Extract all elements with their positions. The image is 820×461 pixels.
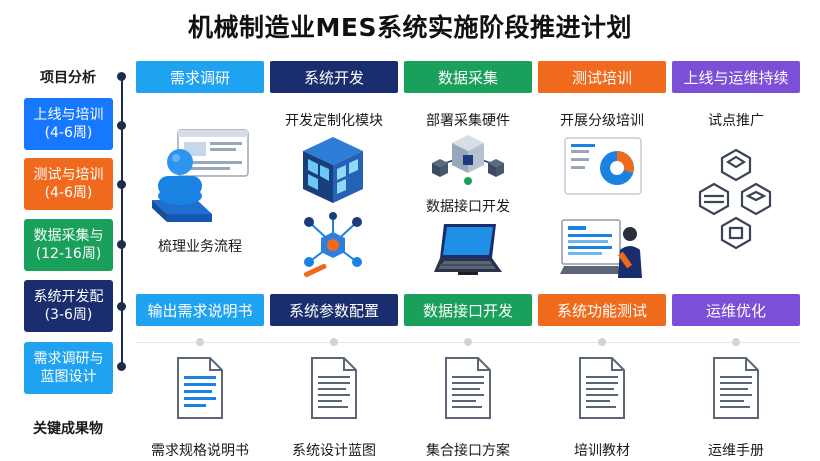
phase-duration: (4-6周) — [44, 185, 93, 201]
deliverable-label-research: 需求规格说明书 — [151, 443, 249, 459]
phase-label: 数据采集与 — [33, 228, 104, 244]
bottom-header-dev: 系统参数配置 — [270, 294, 398, 326]
stacked-modules-icon — [698, 148, 772, 250]
document-icon — [177, 357, 223, 419]
bottom-header-data: 数据接口开发 — [404, 294, 532, 326]
col-header-research: 需求调研 — [136, 61, 264, 93]
sub-label-dev-top: 开发定制化模块 — [285, 113, 383, 129]
phase-duration: (3-6周) — [44, 307, 93, 323]
phase-box-data: 数据采集与 (12-16周) — [24, 219, 113, 271]
col-header-testing: 测试培训 — [538, 61, 666, 93]
document-icon — [713, 357, 759, 419]
bottom-header-testing: 系统功能测试 — [538, 294, 666, 326]
timeline-dot — [117, 362, 126, 371]
phase-duration: (4-6周) — [44, 125, 93, 141]
sub-label-launch-top: 试点推广 — [708, 113, 764, 129]
laptop-icon — [434, 224, 502, 275]
side-bottom-label: 关键成果物 — [33, 421, 103, 437]
connector-dot — [330, 338, 338, 346]
phase-label: 测试与培训 — [33, 167, 104, 183]
document-icon — [445, 357, 491, 419]
network-nodes-icon — [303, 212, 362, 278]
col-header-launch: 上线与运维持续 — [672, 61, 800, 93]
phase-label: 上线与培训 — [33, 107, 104, 123]
timeline-dot — [117, 240, 126, 249]
phase-duration: (12-16周) — [35, 246, 102, 262]
document-icon — [579, 357, 625, 419]
col-header-dev: 系统开发 — [270, 61, 398, 93]
timeline-dot — [117, 72, 126, 81]
sub-label-research-mid: 梳理业务流程 — [158, 239, 242, 255]
connector-dot — [464, 338, 472, 346]
deliverable-label-testing: 培训教材 — [574, 443, 630, 459]
phase-box-research: 需求调研与 蓝图设计 — [24, 342, 113, 394]
phase-box-launch: 上线与培训 (4-6周) — [24, 98, 113, 150]
phase-box-testing: 测试与培训 (4-6周) — [24, 158, 113, 210]
bottom-header-research: 输出需求说明书 — [136, 294, 264, 326]
hardware-cubes-icon — [432, 135, 504, 185]
phase-box-dev: 系统开发配 (3-6周) — [24, 280, 113, 332]
side-top-label: 项目分析 — [40, 70, 96, 86]
timeline-dot — [117, 121, 126, 130]
col-header-data: 数据采集 — [404, 61, 532, 93]
timeline-dot — [117, 302, 126, 311]
presenter-screen-icon — [560, 219, 642, 278]
deliverable-label-data: 集合接口方案 — [426, 443, 510, 459]
phase-label: 需求调研与 — [33, 351, 104, 367]
connector-dot — [598, 338, 606, 346]
phase-duration: 蓝图设计 — [40, 369, 97, 385]
bottom-header-launch: 运维优化 — [672, 294, 800, 326]
pie-chart-screen-icon — [564, 137, 642, 195]
server-cube-icon — [303, 137, 363, 203]
sub-label-data-top: 部署采集硬件 — [426, 113, 510, 129]
deliverable-label-dev: 系统设计蓝图 — [292, 443, 376, 459]
page-title: 机械制造业MES系统实施阶段推进计划 — [188, 13, 632, 42]
user-dashboard-icon — [152, 129, 249, 222]
document-icon — [311, 357, 357, 419]
sub-label-data-mid: 数据接口开发 — [426, 199, 510, 215]
phase-label: 系统开发配 — [33, 289, 104, 305]
connector-dot — [732, 338, 740, 346]
timeline-line — [121, 76, 123, 368]
deliverable-label-launch: 运维手册 — [708, 443, 764, 459]
connector-dot — [196, 338, 204, 346]
timeline-dot — [117, 180, 126, 189]
sub-label-testing-top: 开展分级培训 — [560, 113, 644, 129]
